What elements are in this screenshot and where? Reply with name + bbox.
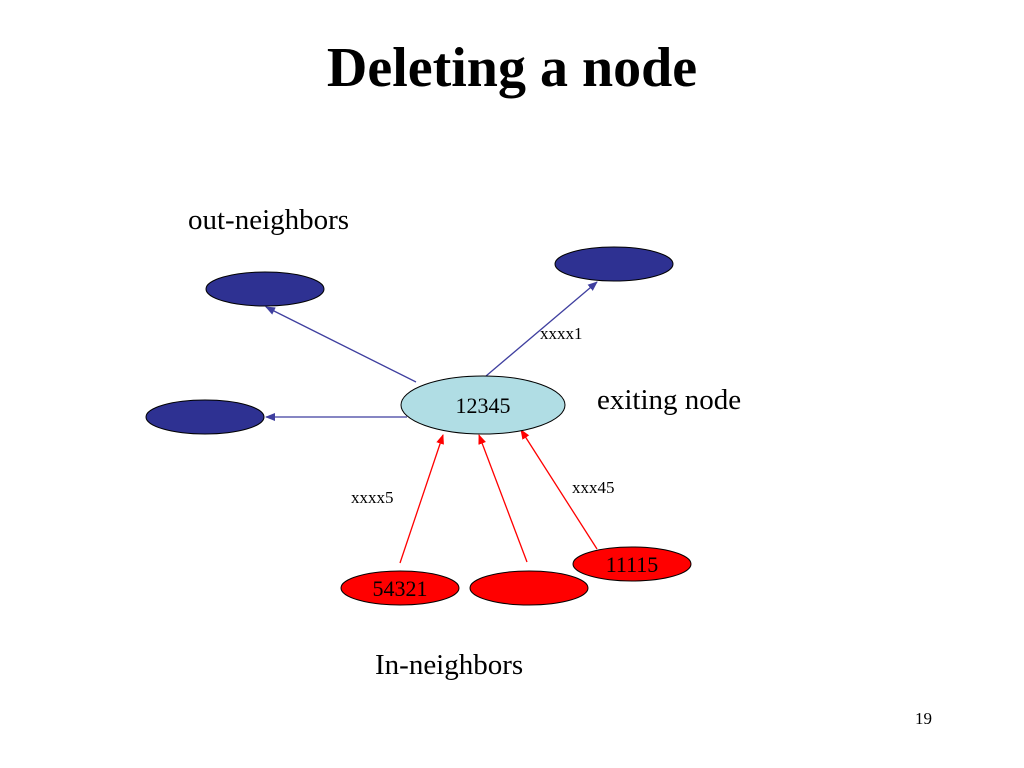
- edge-to-out-top-right: [485, 281, 598, 377]
- in-neighbor-node-left: [340, 570, 460, 606]
- edge-to-out-top-left: [265, 306, 417, 383]
- in-neighbors-label: In-neighbors: [375, 649, 524, 681]
- in-neighbor-node-right: [572, 546, 692, 582]
- edge-from-in-right: [520, 429, 598, 550]
- out-neighbor-node-top-right: [554, 246, 674, 282]
- out-neighbor-node-top-left: [205, 271, 325, 307]
- edge-label-xxx45: xxx45: [572, 478, 615, 497]
- in-neighbor-node-middle: [469, 570, 589, 606]
- exiting-node: [400, 375, 566, 435]
- edge-label-xxxx1: xxxx1: [540, 324, 583, 343]
- slide-title: Deleting a node: [326, 37, 698, 99]
- in-neighbor-node-right-label: 11115: [606, 552, 659, 577]
- edge-from-in-left: [399, 434, 444, 564]
- in-neighbor-node-left-label: 54321: [373, 576, 428, 601]
- page-number: 19: [915, 709, 932, 728]
- out-neighbor-node-left: [145, 399, 265, 435]
- out-neighbors-label: out-neighbors: [188, 204, 350, 236]
- exiting-node-caption: exiting node: [597, 384, 742, 416]
- exiting-node-label: 12345: [456, 393, 511, 418]
- edge-label-xxxx5: xxxx5: [351, 488, 394, 507]
- edge-from-in-middle: [478, 434, 528, 563]
